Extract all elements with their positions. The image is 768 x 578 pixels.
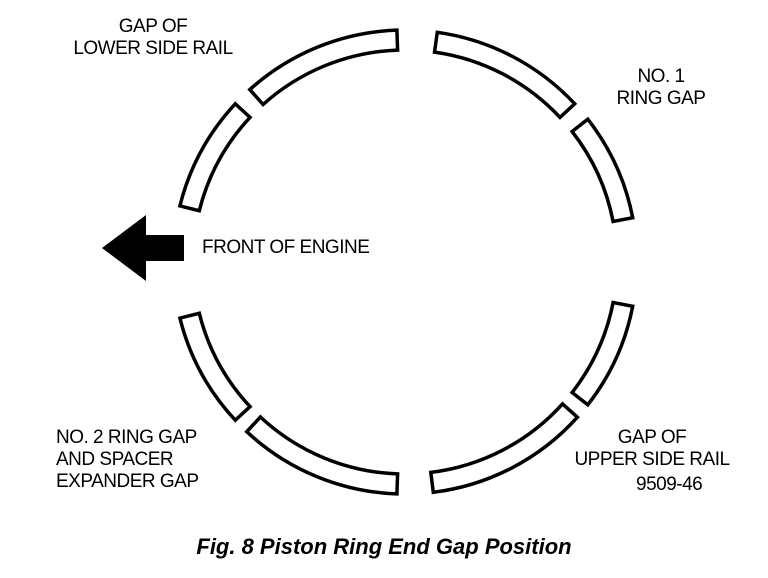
ring-arc-upper-right: [569, 116, 635, 224]
no1-ring-line-2: RING GAP: [616, 88, 706, 109]
piston-ring-segments: [177, 28, 635, 496]
figure-caption: Fig. 8 Piston Ring End Gap Position: [196, 534, 572, 559]
upper-side-rail-gap-label: GAP OF UPPER SIDE RAIL: [568, 427, 736, 471]
lower-rail-line-1: GAP OF: [118, 16, 188, 37]
lower-side-rail-gap-label: GAP OF LOWER SIDE RAIL: [64, 16, 242, 60]
upper-rail-line-2: UPPER SIDE RAIL: [574, 449, 730, 470]
lower-rail-line-2: LOWER SIDE RAIL: [73, 38, 233, 59]
no1-ring-line-1: NO. 1: [637, 66, 685, 87]
no2-ring-line-1: NO. 2 RING GAP: [56, 427, 197, 448]
ring-arc-bottom-right: [428, 401, 580, 495]
ring-arc-top-left: [247, 28, 400, 107]
front-of-engine-label: FRONT OF ENGINE: [202, 237, 370, 258]
ring-arc-lower-right: [569, 300, 635, 408]
no1-ring-gap-label: NO. 1 RING GAP: [598, 66, 724, 110]
no2-ring-gap-label: NO. 2 RING GAP AND SPACER EXPANDER GAP: [56, 427, 199, 493]
ring-arc-top-right: [432, 30, 578, 120]
figure-code-label: 9509-46: [636, 474, 703, 495]
ring-arc-lower-left: [177, 311, 253, 423]
ring-arc-bottom-left: [244, 414, 400, 496]
ring-arc-upper-left: [177, 101, 253, 213]
no2-ring-line-3: EXPANDER GAP: [56, 471, 199, 492]
front-arrow-icon: [102, 215, 184, 281]
upper-rail-line-1: GAP OF: [617, 427, 687, 448]
no2-ring-line-2: AND SPACER: [56, 449, 174, 470]
